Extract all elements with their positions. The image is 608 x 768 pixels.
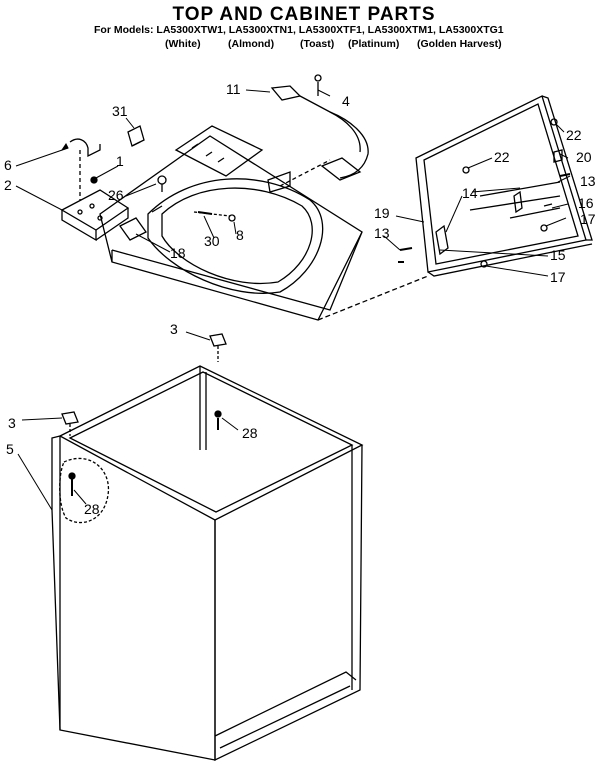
- callout-2: 2: [4, 177, 12, 193]
- hinge-plate: [60, 189, 130, 242]
- callout-26: 26: [108, 187, 124, 203]
- callout-3-upper: 3: [170, 321, 178, 337]
- callout-5: 5: [6, 441, 14, 457]
- callout-numbers: 6 1 2 31 26 11 4 18 30 8 3 3 5 28 28 19 …: [4, 81, 596, 517]
- callout-8: 8: [236, 227, 244, 243]
- color-white: (White): [165, 38, 201, 50]
- callout-14: 14: [462, 185, 478, 201]
- nut-26: [157, 175, 167, 192]
- cabinet: [51, 365, 364, 762]
- callout-11: 11: [226, 81, 241, 97]
- callout-6: 6: [4, 157, 12, 173]
- washer-top: [99, 125, 363, 321]
- callout-22-outer: 22: [566, 127, 582, 143]
- callout-17-lower: 17: [550, 269, 566, 285]
- callout-20: 20: [576, 149, 592, 165]
- color-toast: (Toast): [300, 38, 335, 50]
- lid-assembly: [415, 95, 593, 277]
- page-title: TOP AND CABINET PARTS: [172, 4, 436, 25]
- screw-8: [228, 214, 236, 222]
- callout-13-right: 13: [580, 173, 596, 189]
- screw-28-upper: [214, 410, 222, 430]
- leader-lines: [15, 89, 571, 511]
- callout-1: 1: [116, 153, 124, 169]
- callout-3-left: 3: [8, 415, 16, 431]
- clip-part: [127, 125, 145, 147]
- callout-28-upper: 28: [242, 425, 258, 441]
- color-golden-harvest: (Golden Harvest): [417, 38, 502, 50]
- callout-28-lower: 28: [84, 501, 100, 517]
- callout-19: 19: [374, 205, 390, 221]
- models-line: For Models: LA5300XTW1, LA5300XTN1, LA53…: [94, 24, 504, 36]
- callout-4: 4: [342, 93, 350, 109]
- callout-31: 31: [112, 103, 128, 119]
- color-almond: (Almond): [228, 38, 275, 50]
- screw-30: [197, 211, 213, 215]
- clip-3-upper: [209, 333, 227, 362]
- color-platinum: (Platinum): [348, 38, 400, 50]
- callout-30: 30: [204, 233, 220, 249]
- callout-18: 18: [170, 245, 186, 261]
- clip-3-left: [61, 411, 79, 436]
- callout-16: 16: [578, 195, 594, 211]
- callout-17-upper: 17: [580, 211, 596, 227]
- wire-harness: [270, 74, 369, 181]
- callout-22-inner: 22: [494, 149, 510, 165]
- callout-13-left: 13: [374, 225, 390, 241]
- hinge-pin: [69, 138, 101, 200]
- screw-1: [90, 176, 98, 184]
- callout-15: 15: [550, 247, 566, 263]
